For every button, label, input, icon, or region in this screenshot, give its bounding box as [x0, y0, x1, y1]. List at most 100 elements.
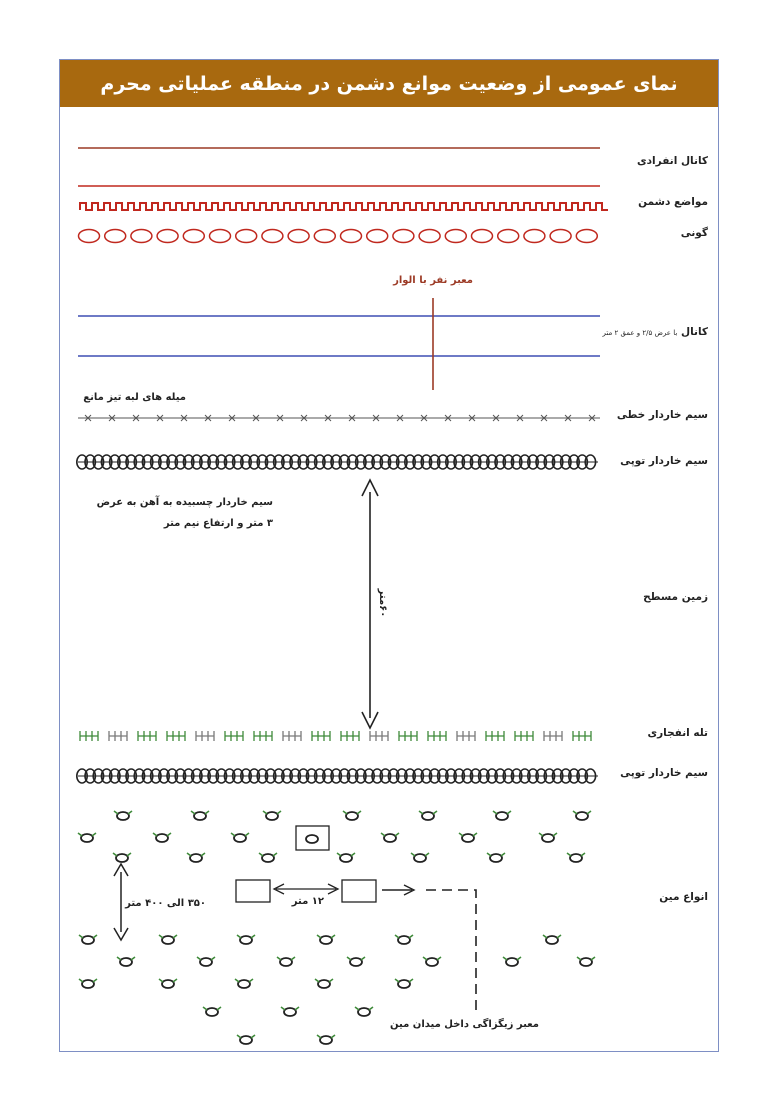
- coil-loop: [362, 768, 375, 784]
- coil-loop: [469, 454, 482, 470]
- coil-loop: [559, 768, 572, 784]
- coil-loop: [444, 454, 457, 470]
- explosive-trap-mark: [485, 731, 505, 741]
- coil-loop: [166, 454, 179, 470]
- mine-prong-icon: [538, 832, 558, 837]
- coil-loop: [248, 768, 261, 784]
- coil-loop: [264, 768, 277, 784]
- mine-icon: [155, 833, 169, 843]
- barb-mark: [396, 414, 404, 422]
- label-canal-note: با عرض ۲/۵ و عمق ۲ متر: [602, 329, 678, 337]
- coil-loop: [567, 768, 580, 784]
- goni-sandbag: [365, 228, 389, 244]
- coil-loop: [354, 768, 367, 784]
- mine-icon: [339, 853, 353, 863]
- mine-icon: [505, 957, 519, 967]
- note-glued-wire-1: سیم خاردار چسبیده به آهن به عرض: [96, 497, 273, 508]
- coil-loop: [502, 454, 515, 470]
- goni-sandbag: [77, 228, 101, 244]
- coil-loop: [166, 768, 179, 784]
- distance-12-arrowhead-right: [327, 883, 340, 895]
- mine-icon: [545, 935, 559, 945]
- goni-sandbag: [470, 228, 494, 244]
- coil-loop: [117, 768, 130, 784]
- coil-loop: [149, 768, 162, 784]
- mine-prong-icon: [186, 852, 206, 857]
- coil-loop: [551, 454, 564, 470]
- barb-mark: [492, 414, 500, 422]
- coil-loop: [190, 768, 203, 784]
- mine-icon: [205, 1007, 219, 1017]
- coil-loop: [559, 454, 572, 470]
- mine-prong-icon: [78, 934, 98, 939]
- mine-prong-icon: [258, 852, 278, 857]
- coil-loop: [485, 454, 498, 470]
- mine-icon: [383, 833, 397, 843]
- mine-icon: [81, 935, 95, 945]
- coil-loop: [100, 768, 113, 784]
- coil-loop: [321, 454, 334, 470]
- coil-loop: [158, 768, 171, 784]
- mine-icon: [397, 935, 411, 945]
- explosive-trap-mark: [166, 731, 186, 741]
- coil-loop: [428, 768, 441, 784]
- goni-sandbag: [523, 228, 546, 244]
- label-enemy-positions: مواضع دشمن: [638, 196, 708, 208]
- coil-loop: [297, 454, 310, 470]
- diagram-frame: نمای عمومی از وضعیت موانع دشمن در منطقه …: [59, 59, 719, 1052]
- goni-sandbag: [313, 228, 337, 244]
- barb-mark: [444, 414, 452, 422]
- mine-icon: [425, 957, 439, 967]
- mine-prong-icon: [314, 978, 334, 983]
- mine-icon: [421, 811, 435, 821]
- coil-loop: [125, 454, 138, 470]
- mine-prong-icon: [262, 810, 282, 815]
- explosive-trap-mark: [543, 731, 563, 741]
- mine-prong-icon: [276, 956, 296, 961]
- note-distance-350: ۳۵۰ الی ۴۰۰ متر: [125, 898, 206, 909]
- label-barbed-coil-2: سیم خاردار توپی: [620, 767, 708, 779]
- coil-loop: [494, 768, 507, 784]
- mine-icon: [233, 833, 247, 843]
- coil-loop: [518, 768, 531, 784]
- coil-loop: [280, 454, 293, 470]
- barb-mark: [420, 414, 428, 422]
- coil-loop: [387, 454, 400, 470]
- coil-loop: [92, 768, 105, 784]
- coil-loop: [576, 768, 589, 784]
- distance-60-arrowhead-bottom: [361, 711, 379, 730]
- explosive-trap-mark: [311, 731, 331, 741]
- coil-loop: [248, 454, 261, 470]
- coil-loop: [149, 454, 162, 470]
- coil-loop: [502, 768, 515, 784]
- barbed-coil-1: [76, 454, 598, 470]
- distance-12-arrowhead-left: [272, 883, 285, 895]
- barb-mark: [516, 414, 524, 422]
- coil-loop: [117, 454, 130, 470]
- mine-prong-icon: [158, 934, 178, 939]
- coil-loop: [84, 454, 97, 470]
- coil-loop: [461, 454, 474, 470]
- coil-loop: [207, 454, 220, 470]
- passage-box-left: [235, 879, 271, 903]
- coil-loop: [510, 768, 523, 784]
- mine-icon: [283, 1007, 297, 1017]
- mine-box: [295, 825, 330, 851]
- goni-sandbag: [103, 228, 127, 244]
- mine-icon: [357, 1007, 371, 1017]
- barb-mark: [276, 414, 284, 422]
- explosive-trap-mark: [282, 731, 302, 741]
- note-loader-passage: معبر نفر با الوار: [393, 275, 473, 286]
- coil-loop: [141, 454, 154, 470]
- mine-icon: [489, 853, 503, 863]
- coil-loop: [280, 768, 293, 784]
- goni-sandbag: [261, 228, 284, 244]
- mine-icon: [161, 935, 175, 945]
- coil-loop: [346, 454, 359, 470]
- coil-loop: [584, 454, 597, 470]
- coil-loop: [477, 454, 490, 470]
- mine-prong-icon: [236, 1034, 256, 1039]
- mine-icon: [239, 1035, 253, 1045]
- mine-prong-icon: [566, 852, 586, 857]
